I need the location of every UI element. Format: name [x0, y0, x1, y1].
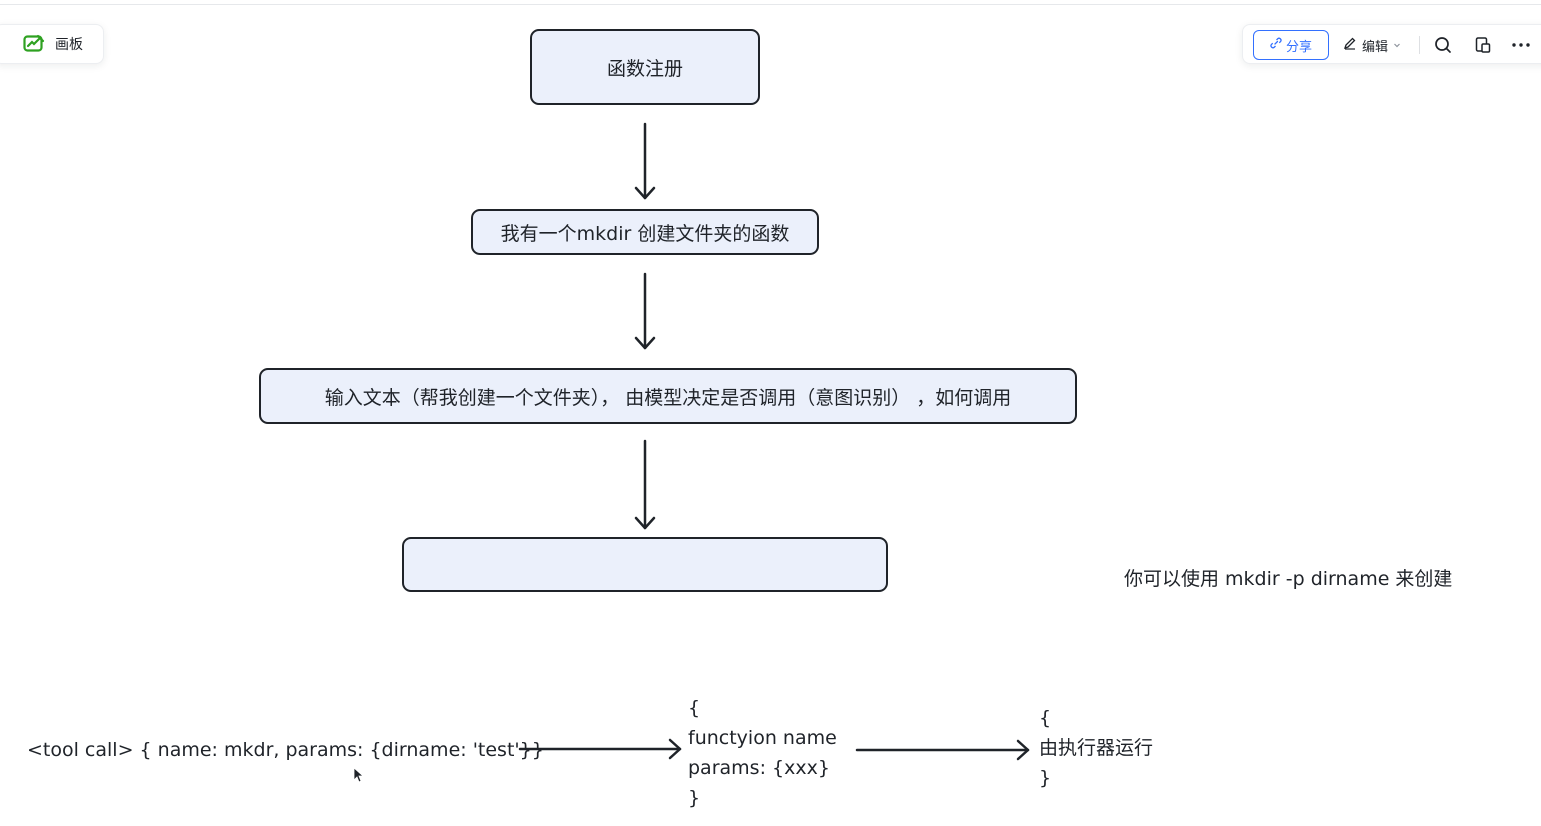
edit-button[interactable]: 编辑: [1343, 30, 1401, 60]
arrow-node2-to-node3: [634, 272, 656, 350]
side-note-text[interactable]: 你可以使用 mkdir -p dirname 来创建: [1124, 568, 1453, 590]
node-input-text[interactable]: 输入文本（帮我创建一个文件夹）， 由模型决定是否调用（意图识别） ，如何调用: [259, 368, 1077, 424]
function-block-open: {: [688, 697, 701, 719]
arrow-node1-to-node2: [634, 122, 656, 200]
arrow-toolcall-to-function: [518, 738, 682, 760]
node-function-register[interactable]: 函数注册: [530, 29, 760, 105]
function-block-close: }: [688, 787, 701, 809]
top-divider: [0, 4, 1541, 5]
tool-call-text[interactable]: <tool call> { name: mkdr, params: {dirna…: [27, 739, 544, 761]
arrow-function-to-executor: [855, 739, 1030, 761]
edit-label: 编辑: [1362, 39, 1389, 55]
function-params-line: params: {xxx}: [688, 757, 830, 779]
node-input-text-label: 输入文本（帮我创建一个文件夹）， 由模型决定是否调用（意图识别） ，如何调用: [324, 386, 1012, 409]
function-name-line: functyion name: [688, 727, 837, 749]
executor-text: 由执行器运行: [1039, 737, 1154, 759]
node-function-register-label: 函数注册: [606, 57, 683, 80]
link-icon: [1270, 37, 1282, 53]
function-block[interactable]: { functyion name params: {xxx} }: [688, 693, 837, 813]
share-button[interactable]: 分享: [1253, 30, 1329, 60]
pencil-icon: [1343, 36, 1357, 54]
node-empty[interactable]: [402, 537, 888, 592]
board-mode-button[interactable]: 画板: [0, 24, 104, 64]
executor-block-open: {: [1039, 707, 1052, 729]
copy-icon[interactable]: [1473, 35, 1493, 55]
top-toolbar: 分享 编辑: [1242, 24, 1541, 64]
toolbar-divider: [1419, 36, 1420, 54]
search-icon[interactable]: [1433, 35, 1453, 55]
executor-block-close: }: [1039, 767, 1052, 789]
arrow-node3-to-node4: [634, 439, 656, 530]
whiteboard-icon: [23, 34, 45, 54]
chevron-down-icon: [1393, 38, 1401, 53]
share-label: 分享: [1285, 39, 1312, 55]
board-label: 画板: [55, 37, 83, 53]
node-mkdir-function[interactable]: 我有一个mkdir 创建文件夹的函数: [471, 209, 819, 255]
more-icon[interactable]: [1511, 35, 1531, 55]
node-mkdir-function-label: 我有一个mkdir 创建文件夹的函数: [500, 222, 790, 245]
executor-block[interactable]: { 由执行器运行 }: [1039, 703, 1153, 793]
mouse-cursor-icon: [353, 767, 363, 783]
